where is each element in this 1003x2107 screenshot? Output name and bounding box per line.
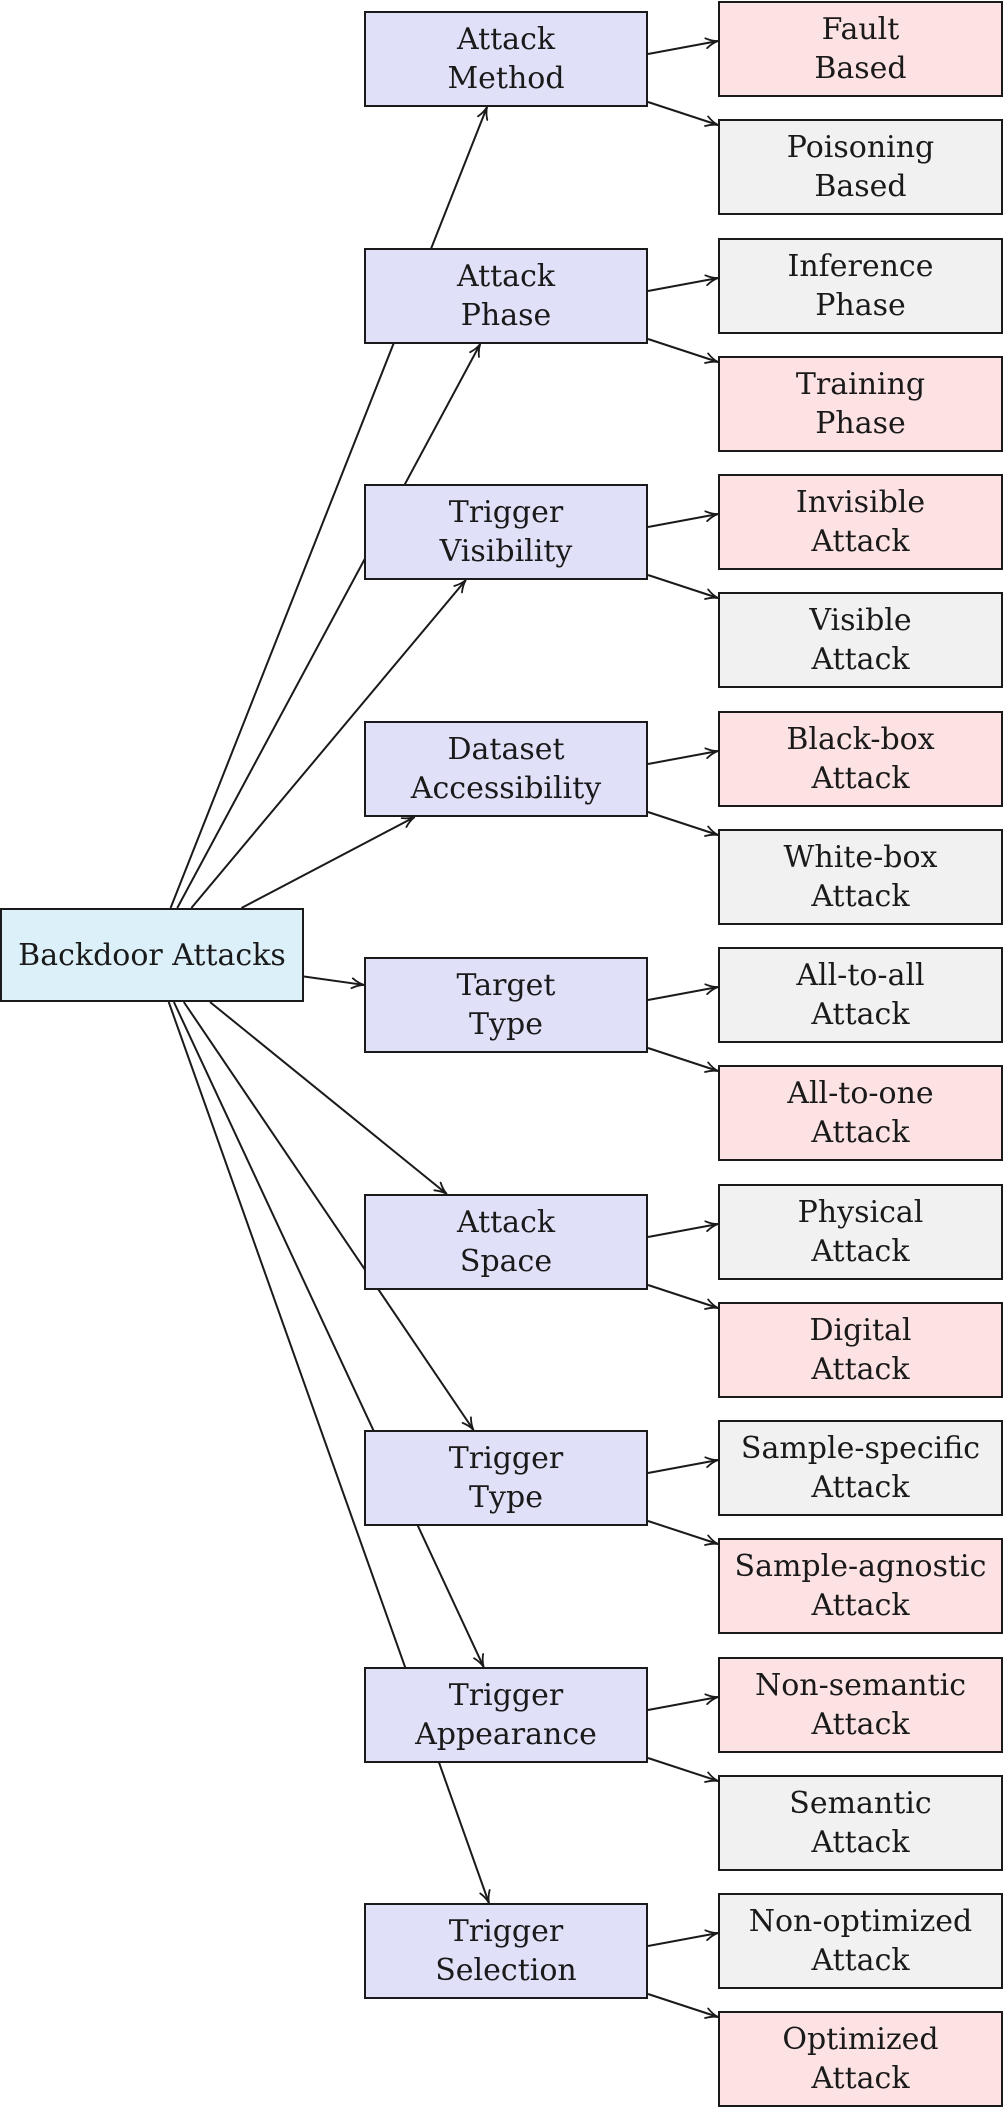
category-node-label: Trigger Type xyxy=(448,1441,564,1515)
leaf-node-label: Inference Phase xyxy=(787,249,934,323)
leaf-node-label: Poisoning Based xyxy=(786,130,935,204)
category-node: Trigger Type xyxy=(364,1430,648,1526)
leaf-node: Poisoning Based xyxy=(718,119,1003,215)
category-node-label: Target Type xyxy=(456,968,556,1042)
leaf-node-label: Physical Attack xyxy=(797,1195,924,1269)
leaf-node-label: Black-box Attack xyxy=(786,722,935,796)
leaf-node: All-to-all Attack xyxy=(718,947,1003,1043)
category-to-leaf-edge xyxy=(647,811,719,837)
category-node: Attack Phase xyxy=(364,248,648,344)
category-node-label: Trigger Visibility xyxy=(439,495,573,569)
category-node: Attack Method xyxy=(364,11,648,107)
leaf-node-label: Sample-agnostic Attack xyxy=(734,1549,987,1623)
category-to-leaf-edge xyxy=(647,1693,719,1711)
category-to-leaf-edge xyxy=(647,747,719,765)
category-to-leaf-edge xyxy=(647,1757,719,1783)
category-node: Attack Space xyxy=(364,1194,648,1290)
category-to-leaf-edge xyxy=(647,37,719,55)
leaf-node: Training Phase xyxy=(718,356,1003,452)
leaf-node: Sample-specific Attack xyxy=(718,1420,1003,1516)
leaf-node-label: Visible Attack xyxy=(809,603,912,677)
leaf-node: Fault Based xyxy=(718,1,1003,97)
leaf-node: Inference Phase xyxy=(718,238,1003,334)
leaf-node-label: Training Phase xyxy=(795,367,926,441)
root-to-category-edge xyxy=(303,975,365,990)
leaf-node-label: All-to-all Attack xyxy=(796,958,925,1032)
leaf-node: Non-semantic Attack xyxy=(718,1657,1003,1753)
category-to-leaf-edge xyxy=(647,1284,719,1310)
leaf-node-label: Digital Attack xyxy=(809,1313,912,1387)
leaf-node: All-to-one Attack xyxy=(718,1065,1003,1161)
leaf-node: Black-box Attack xyxy=(718,711,1003,807)
leaf-node-label: Sample-specific Attack xyxy=(740,1431,981,1505)
root-to-category-edge xyxy=(169,106,489,909)
root-to-category-edge xyxy=(172,1001,485,1668)
leaf-node: White-box Attack xyxy=(718,829,1003,925)
root-to-category-edge xyxy=(209,1001,448,1195)
category-node: Trigger Appearance xyxy=(364,1667,648,1763)
category-node-label: Attack Method xyxy=(447,22,565,96)
category-node: Target Type xyxy=(364,957,648,1053)
leaf-node-label: Semantic Attack xyxy=(789,1786,932,1860)
leaf-node: Non-optimized Attack xyxy=(718,1893,1003,1989)
category-to-leaf-edge xyxy=(647,338,719,364)
category-node-label: Dataset Accessibility xyxy=(410,732,602,806)
leaf-node: Visible Attack xyxy=(718,592,1003,688)
category-node-label: Trigger Appearance xyxy=(415,1678,597,1752)
category-node: Dataset Accessibility xyxy=(364,721,648,817)
leaf-node-label: All-to-one Attack xyxy=(787,1076,934,1150)
leaf-node-label: Fault Based xyxy=(814,12,907,86)
category-to-leaf-edge xyxy=(647,274,719,292)
leaf-node: Physical Attack xyxy=(718,1184,1003,1280)
category-to-leaf-edge xyxy=(647,1520,719,1546)
leaf-node: Invisible Attack xyxy=(718,474,1003,570)
category-to-leaf-edge xyxy=(647,574,719,600)
root-to-category-edge xyxy=(190,579,467,909)
category-node-label: Attack Space xyxy=(456,1205,556,1279)
category-to-leaf-edge xyxy=(647,1929,719,1947)
category-node-label: Trigger Selection xyxy=(435,1914,577,1988)
category-to-leaf-edge xyxy=(647,1220,719,1238)
leaf-node: Semantic Attack xyxy=(718,1775,1003,1871)
leaf-node: Digital Attack xyxy=(718,1302,1003,1398)
category-to-leaf-edge xyxy=(647,510,719,528)
leaf-node: Optimized Attack xyxy=(718,2011,1003,2107)
leaf-node-label: Non-optimized Attack xyxy=(748,1904,973,1978)
leaf-node-label: White-box Attack xyxy=(783,840,938,914)
category-node-label: Attack Phase xyxy=(456,259,556,333)
root-to-category-edge xyxy=(182,1001,475,1431)
leaf-node-label: Non-semantic Attack xyxy=(754,1668,967,1742)
leaf-node-label: Optimized Attack xyxy=(782,2022,939,2096)
root-to-category-edge xyxy=(240,816,416,909)
category-to-leaf-edge xyxy=(647,1047,719,1073)
category-to-leaf-edge xyxy=(647,1993,719,2019)
category-to-leaf-edge xyxy=(647,101,719,127)
leaf-node: Sample-agnostic Attack xyxy=(718,1538,1003,1634)
category-to-leaf-edge xyxy=(647,1456,719,1474)
root-label: Backdoor Attacks xyxy=(18,937,286,973)
category-to-leaf-edge xyxy=(647,983,719,1001)
leaf-node-label: Invisible Attack xyxy=(795,485,926,559)
category-node: Trigger Selection xyxy=(364,1903,648,1999)
category-node: Trigger Visibility xyxy=(364,484,648,580)
root-node: Backdoor Attacks xyxy=(0,908,304,1002)
root-to-category-edge xyxy=(176,343,482,909)
